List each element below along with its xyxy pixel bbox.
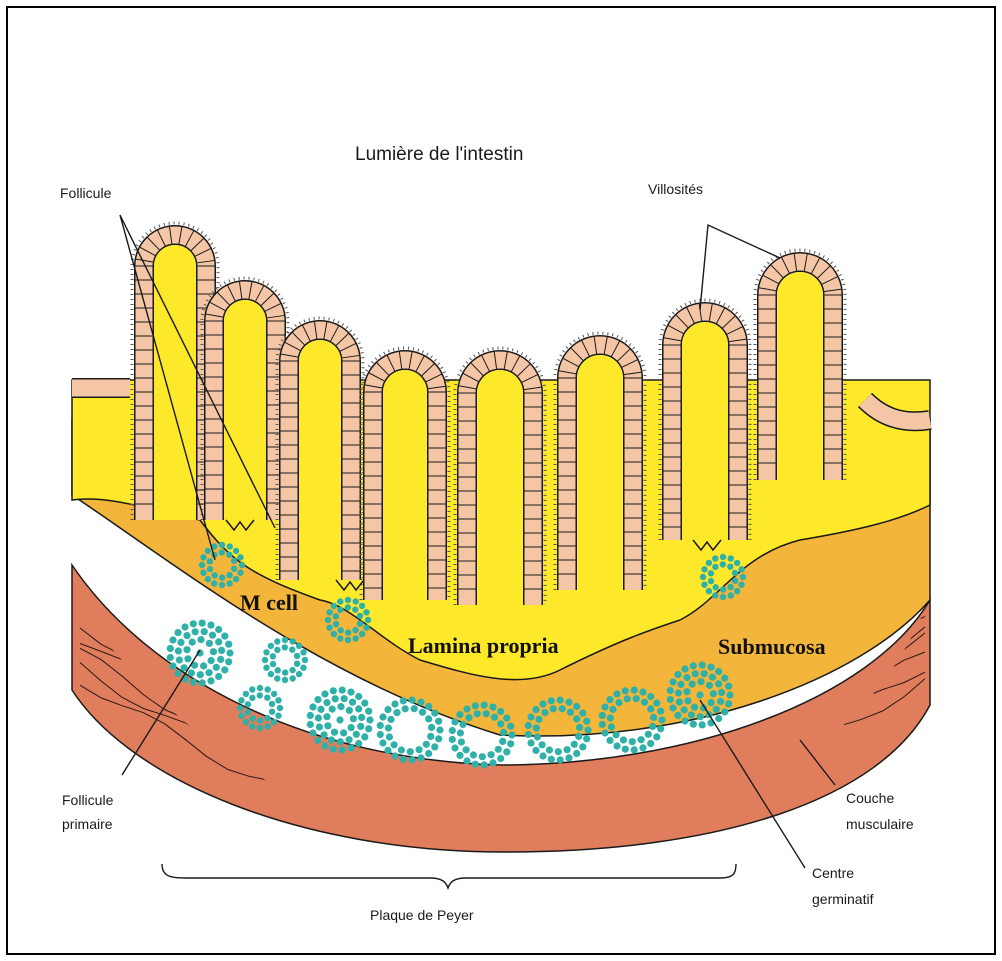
villi-label: Villosités [648, 181, 703, 197]
germinal-label-line2: germinatif [812, 891, 874, 907]
villus [277, 318, 363, 580]
primary-follicle-label-line1: Follicule [62, 792, 114, 808]
lamina-propria-label: Lamina propria [408, 633, 559, 658]
villus [455, 348, 545, 605]
follicle-small [262, 637, 308, 683]
primary-follicle-label-line2: primaire [62, 816, 113, 832]
submucosa-label: Submucosa [718, 634, 826, 659]
follicle-label: Follicule [60, 185, 112, 201]
germinal-label-line1: Centre [812, 865, 854, 881]
lumen-label: Lumière de l'intestin [355, 144, 523, 165]
villus [755, 250, 845, 480]
follicle-large [307, 687, 374, 754]
villus [361, 348, 449, 600]
peyer-bracket [162, 864, 736, 888]
villus [660, 300, 750, 540]
villus [555, 333, 645, 590]
primary-follicle [167, 620, 234, 687]
m-cell-label: M cell [240, 590, 298, 615]
muscle-label-line1: Couche [846, 790, 894, 806]
muscle-label-line2: musculaire [846, 816, 914, 832]
peyer-label: Plaque de Peyer [370, 907, 474, 923]
villus [202, 278, 288, 520]
